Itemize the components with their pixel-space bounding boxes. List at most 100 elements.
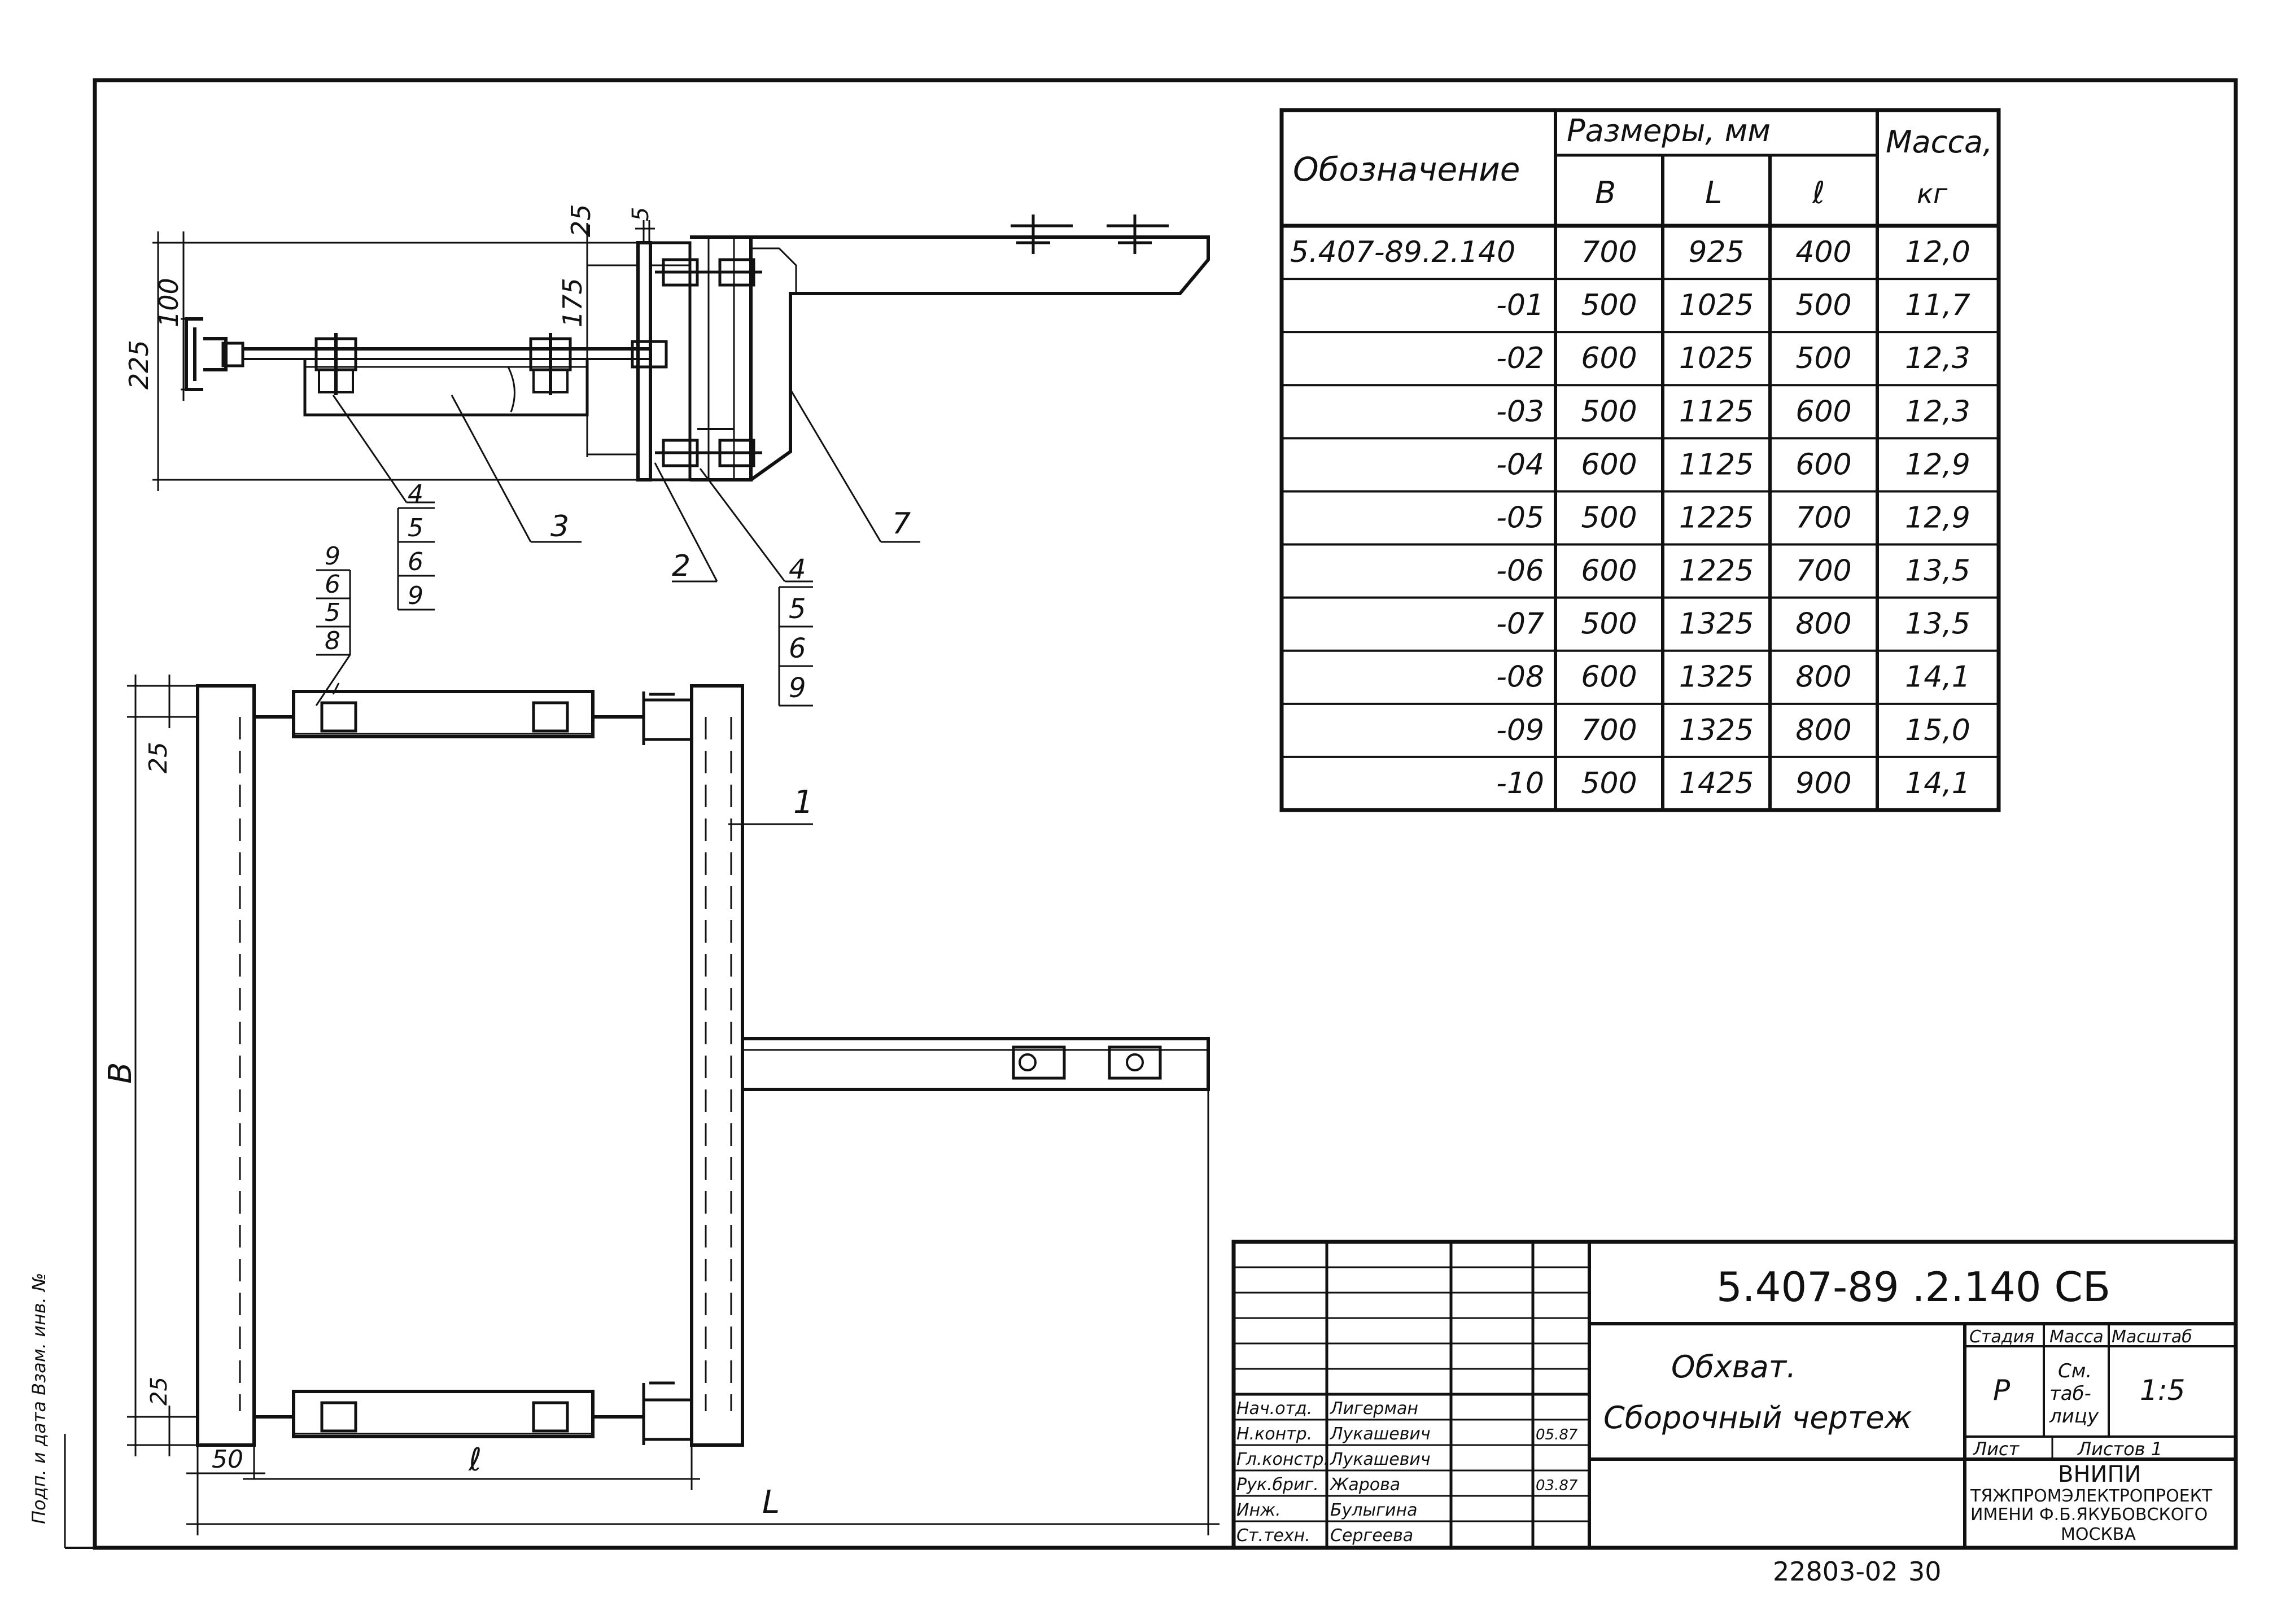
spec-cell-designation: 5.407-89.2.140 [1290,235,1515,269]
spec-cell-L: 1025 [1679,288,1754,322]
drawing-frame [64,78,2238,1550]
callout-3: 3 [550,510,569,544]
spec-cell-mass: 12,3 [1905,395,1970,428]
scale-value: 1:5 [2140,1374,2185,1407]
dim-25-left-bottom: 25 [146,1377,172,1406]
role-name: Лукашевич [1330,1424,1431,1444]
spec-cell-mass: 15,0 [1905,713,1970,747]
role-date: 05.87 [1536,1426,1578,1443]
callout-a-1: 4 [408,480,423,509]
spec-cell-designation: -04 [1496,448,1544,481]
spec-cell-B: 600 [1581,660,1637,694]
spec-cell-mass: 14,1 [1905,660,1970,694]
org-line-3: ИМЕНИ Ф.Б.ЯКУБОВСКОГО [1970,1505,2208,1525]
role-role: Инж. [1236,1500,1281,1520]
col-L-header: L [1705,175,1722,211]
spec-cell-B: 500 [1581,395,1637,428]
org-line-1: ВНИПИ [2058,1461,2141,1487]
spec-cell-designation: -08 [1496,660,1544,694]
spec-cell-designation: -06 [1496,554,1544,588]
spec-cell-L: 1325 [1679,660,1754,694]
callout-b-4: 9 [789,672,806,704]
role-name: Жарова [1329,1475,1400,1495]
role-date: 03.87 [1536,1477,1578,1494]
spec-cell-designation: -05 [1496,501,1544,535]
callout-b-2: 5 [789,593,806,625]
spec-cell-B: 500 [1581,501,1637,535]
page-number: 30 [1908,1556,1942,1587]
spec-cell-mass: 12,3 [1905,342,1970,375]
spec-cell-l: 900 [1795,767,1851,800]
spec-cell-l: 600 [1795,448,1851,481]
spec-cell-B: 700 [1581,235,1637,269]
role-role: Ст.техн. [1236,1526,1310,1546]
role-name: Булыгина [1330,1500,1417,1520]
plan-dimensions [127,675,1220,1535]
spec-cell-l: 600 [1795,395,1851,428]
org-line-2: ТЯЖПРОМЭЛЕКТРОПРОЕКТ [1970,1486,2213,1506]
spec-cell-L: 1425 [1679,767,1754,800]
callout-stack-c: 9 6 5 8 [315,542,351,706]
spec-cell-L: 1225 [1679,501,1754,535]
stage-value: Р [1993,1374,2011,1407]
spec-cell-B: 600 [1581,448,1637,481]
callout-a-2: 5 [408,514,423,542]
col-l-header: ℓ [1812,175,1825,211]
col-mass-unit: кг [1917,178,1948,210]
sheets-label: Листов 1 [2077,1438,2162,1460]
spec-cell-B: 600 [1581,554,1637,588]
spec-cell-mass: 12,9 [1905,501,1970,535]
spec-cell-designation: -10 [1496,767,1544,800]
spec-cell-B: 700 [1581,713,1637,747]
title-line-1: Обхват. [1671,1349,1796,1385]
dim-5: 5 [628,207,654,221]
callout-1: 1 [793,784,814,821]
dim-175: 175 [557,278,588,327]
spec-cell-L: 1025 [1679,342,1754,375]
callout-c-2: 6 [325,570,340,599]
spec-cell-mass: 14,1 [1905,767,1970,800]
mass-value-2: таб- [2049,1382,2091,1405]
callout-2: 2 [672,549,690,583]
spec-cell-l: 400 [1795,235,1851,269]
spec-cell-l: 500 [1795,288,1851,322]
callout-7: 7 [892,507,911,541]
spec-cell-B: 500 [1581,607,1637,641]
plan-view [196,684,1210,1535]
top-dimensions [152,220,655,491]
margin-text: Подп. и дата Взам. инв. № [28,1273,50,1524]
callout-a-3: 6 [408,548,423,576]
spec-cell-mass: 13,5 [1905,607,1970,641]
role-name: Сергеева [1330,1526,1413,1546]
spec-cell-l: 800 [1795,607,1851,641]
top-leaders [332,389,920,695]
spec-cell-mass: 11,7 [1905,288,1970,322]
dim-225: 225 [124,340,154,389]
scale-label: Масштаб [2112,1327,2192,1347]
col-dimensions-header: Размеры, мм [1567,113,1771,148]
callout-c-1: 9 [325,542,340,571]
spec-cell-designation: -03 [1496,395,1544,428]
title-line-2: Сборочный чертеж [1603,1400,1912,1435]
spec-cell-L: 925 [1688,235,1744,269]
stage-label: Стадия [1969,1327,2034,1347]
mass-value-1: См. [2058,1360,2092,1382]
col-mass-header: Масса, [1886,124,1992,160]
archive-number: 22803-02 [1773,1556,1898,1587]
title-block [1231,1240,2238,1550]
spec-cell-designation: -01 [1496,288,1544,322]
callout-b-3: 6 [789,633,806,664]
dim-25-top: 25 [566,204,596,237]
spec-cell-mass: 13,5 [1905,554,1970,588]
sheet-label: Лист [1973,1438,2020,1460]
mass-label: Масса [2049,1327,2104,1347]
dim-50: 50 [212,1445,243,1474]
spec-cell-l: 700 [1795,501,1851,535]
spec-cell-mass: 12,9 [1905,448,1970,481]
col-designation-header: Обозначение [1293,150,1520,189]
spec-cell-designation: -02 [1496,342,1544,375]
callout-b-1: 4 [789,554,806,585]
